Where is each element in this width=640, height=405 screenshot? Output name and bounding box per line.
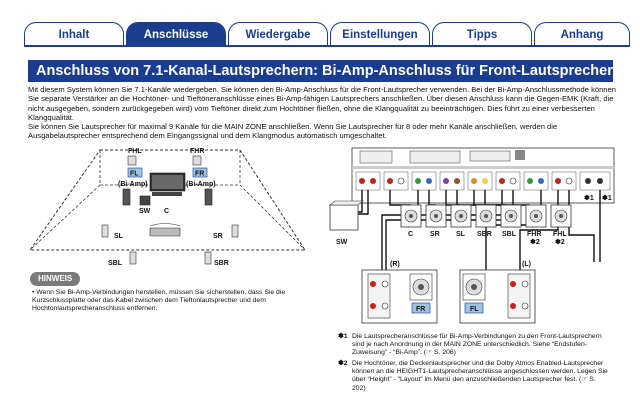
room-diagram: FHL FHR FL FR (Bi-Amp) (Bi-Amp) SW C SL …	[29, 148, 306, 267]
bi-amp-right-label: (Bi-Amp)	[186, 181, 216, 188]
speaker-sbr-icon	[475, 204, 497, 228]
wiring-speakers	[400, 204, 572, 228]
wiring-subwoofer-icon	[329, 204, 359, 231]
speaker-label-sl: SL	[456, 231, 466, 238]
speaker-terminals	[355, 171, 611, 191]
fhr-label: FHR	[190, 148, 204, 155]
speaker-sr-icon	[425, 204, 447, 228]
footnote-ref-1a: ✽1	[584, 194, 594, 202]
footnote-1-text: Die Lautsprecheranschlüsse für Bi-Amp-Ve…	[352, 333, 602, 357]
speaker-fhr-icon	[525, 204, 547, 228]
sl-speaker-icon	[101, 224, 109, 238]
sl-label: SL	[114, 233, 124, 240]
fhl-label: FHL	[128, 148, 142, 155]
speaker-sbl-icon	[500, 204, 522, 228]
page-title: Anschluss von 7.1-Kanal-Lautsprechern: B…	[28, 60, 613, 82]
bi-amp-left-label: (Bi-Amp)	[118, 181, 148, 188]
tab-einstellungen[interactable]: Einstellungen	[330, 22, 430, 46]
hinweis-text: • Wenn Sie Bi-Amp-Verbindungen herstelle…	[32, 289, 286, 313]
bi-amp-right-tag: FR	[416, 306, 425, 313]
speaker-fhl-icon	[550, 204, 572, 228]
hinweis-badge: HINWEIS	[30, 272, 81, 286]
fl-label: FL	[130, 171, 139, 178]
sw-label: SW	[139, 208, 151, 215]
sbl-speaker-icon	[129, 251, 137, 265]
bi-amp-left-channel: (L)	[522, 261, 531, 268]
footnote-ref-1b: ✽1	[602, 194, 612, 202]
footnote-ref-2a: ✽2	[530, 238, 540, 246]
center-speaker-icon	[152, 192, 182, 196]
sofa-icon	[149, 227, 181, 237]
speaker-label-sbl: SBL	[502, 231, 517, 238]
sr-speaker-icon	[231, 224, 239, 238]
bi-amp-right-speaker: FR	[361, 269, 438, 324]
wiring-diagram: ✽1 ✽1 SW	[329, 147, 615, 324]
speaker-c-icon	[400, 204, 422, 228]
tab-tipps[interactable]: Tipps	[432, 22, 532, 46]
tab-wiedergabe[interactable]: Wiedergabe	[228, 22, 328, 46]
subwoofer-icon	[139, 195, 151, 206]
sbr-speaker-icon	[204, 251, 212, 265]
fr-speaker-icon	[204, 188, 213, 206]
tab-inhalt[interactable]: Inhalt	[24, 22, 124, 46]
connection-diagram: FHL FHR FL FR (Bi-Amp) (Bi-Amp) SW C SL …	[29, 147, 615, 324]
tab-underline	[24, 45, 630, 47]
speaker-label-sr: SR	[430, 231, 440, 238]
speaker-label-sbr: SBR	[477, 231, 492, 238]
sbl-label: SBL	[108, 260, 123, 267]
footnote-ref-2b: ✽2	[555, 238, 565, 246]
speaker-sl-icon	[450, 204, 472, 228]
sr-label: SR	[213, 233, 223, 240]
footnote-2-mark: ✽2	[338, 360, 348, 367]
fl-speaker-icon	[122, 188, 131, 206]
fl-tag	[127, 167, 143, 178]
speaker-label-fhr: FHR	[527, 231, 541, 238]
tab-anschluesse[interactable]: Anschlüsse	[126, 22, 226, 46]
footnote-2: ✽2 Die Hochtöner, die Deckenlautsprecher…	[338, 360, 608, 393]
fhl-speaker-icon	[127, 155, 137, 166]
intro-paragraph: Mit diesem System können Sie 7.1-Kanäle …	[28, 85, 616, 122]
bi-amp-left-speaker: FL	[459, 269, 536, 324]
fr-tag	[192, 167, 208, 178]
wiring-sw-label: SW	[336, 239, 348, 246]
footnote-2-text: Die Hochtöner, die Deckenlautsprecher un…	[352, 360, 608, 392]
bi-amp-left-tag: FL	[470, 306, 479, 313]
c-label: C	[164, 208, 169, 215]
tab-bar: Inhalt Anschlüsse Wiedergabe Einstellung…	[24, 22, 630, 46]
fhr-speaker-icon	[192, 155, 202, 166]
tab-anhang[interactable]: Anhang	[534, 22, 630, 46]
speaker-label-c: C	[408, 231, 413, 238]
second-paragraph: Sie können Sie Lautsprecher für maximal …	[28, 122, 558, 141]
speaker-label-fhl: FHL	[553, 231, 567, 238]
footnote-1-mark: ✽1	[338, 333, 348, 340]
bi-amp-right-channel: (R)	[390, 261, 400, 268]
sbr-label: SBR	[214, 260, 229, 267]
fr-label: FR	[195, 171, 204, 178]
footnote-1: ✽1 Die Lautsprecheranschlüsse für Bi-Amp…	[338, 333, 608, 358]
